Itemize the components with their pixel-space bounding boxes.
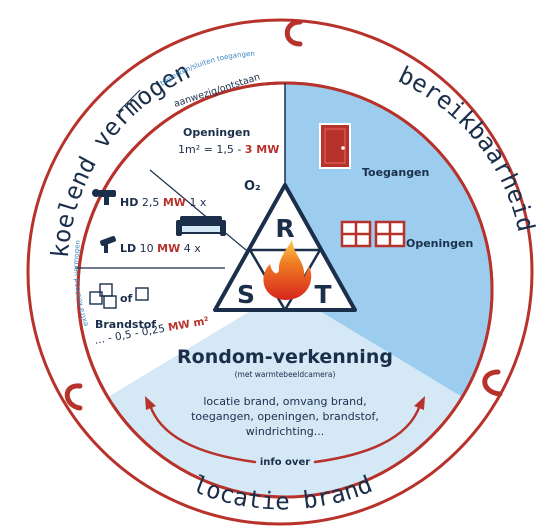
sofa-icon — [176, 216, 226, 236]
ld-nozzle-icon — [100, 236, 116, 253]
door-icon — [319, 123, 351, 169]
boxes-icon — [89, 283, 149, 309]
openingen-label: Openingen — [406, 237, 473, 250]
left-c-arrow-icon — [64, 383, 83, 411]
hd-line: HD 2,5 MW 1 x — [120, 196, 207, 209]
curved-arrow-icon — [148, 403, 422, 464]
info-line-3: windrichting... — [246, 425, 324, 438]
top-c-arrow-icon — [284, 19, 303, 47]
info-line-1: locatie brand, omvang brand, — [203, 395, 366, 408]
info-line-2: toegangen, openingen, brandstof, — [191, 410, 379, 423]
locatie-sector — [108, 290, 462, 497]
ld-line: LD 10 MW 4 x — [120, 242, 201, 255]
triangle-r: R — [275, 214, 294, 243]
divider-line — [117, 89, 141, 113]
arrowhead-left-icon — [145, 396, 156, 410]
o2-label: O₂ — [244, 179, 261, 194]
right-c-arrow-icon — [482, 369, 503, 397]
triangle-t: T — [314, 280, 331, 309]
arrowhead-right-icon — [414, 396, 425, 410]
rondom-title: Rondom-verkenning — [177, 346, 393, 368]
of-label: of — [120, 292, 133, 305]
triangle-s: S — [237, 280, 255, 309]
window-icon — [340, 220, 406, 248]
flame-icon — [263, 240, 312, 300]
rst-triangle — [213, 183, 357, 312]
brandstof-label: Brandstof — [95, 318, 156, 331]
toegangen-label: Toegangen — [362, 166, 429, 179]
info-over-label: info over — [260, 457, 310, 468]
hd-nozzle-icon — [92, 189, 116, 205]
openingen-m2: 1m² = 1,5 - 3 MW — [178, 143, 279, 156]
rondom-subtitle: (met warmtebeeldcamera) — [235, 370, 336, 379]
openingen-title: Openingen — [183, 126, 250, 139]
